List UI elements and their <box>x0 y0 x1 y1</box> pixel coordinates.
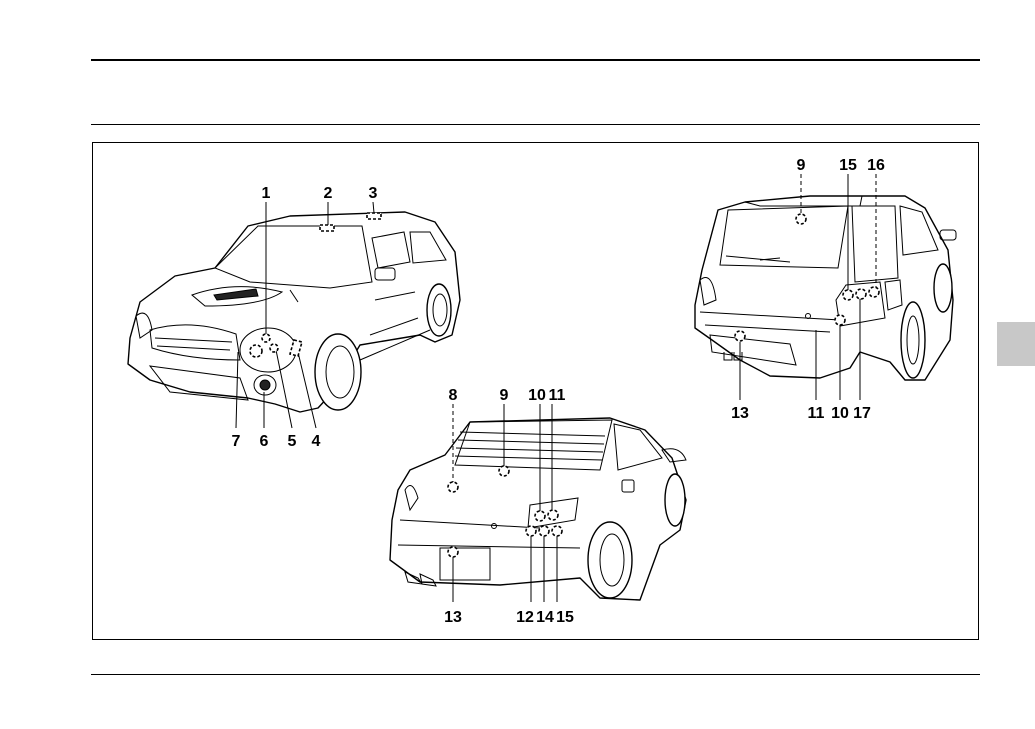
callout-wagon-9: 9 <box>797 157 806 174</box>
callout-front-1: 1 <box>262 185 271 202</box>
callout-sedan-11: 11 <box>549 387 566 404</box>
callout-sedan-15: 15 <box>556 609 574 626</box>
callout-sedan-14: 14 <box>536 609 554 626</box>
callout-front-4: 4 <box>312 433 321 450</box>
callout-front-6: 6 <box>260 433 269 450</box>
callout-wagon-13: 13 <box>731 405 749 422</box>
callout-front-2: 2 <box>324 185 333 202</box>
sedan-rear-illustration <box>390 418 686 600</box>
callout-front-3: 3 <box>369 185 378 202</box>
callout-sedan-10: 10 <box>528 387 546 404</box>
callout-wagon-16: 16 <box>867 157 885 174</box>
callout-sedan-9: 9 <box>500 387 509 404</box>
callout-front-5: 5 <box>288 433 297 450</box>
callout-wagon-15: 15 <box>839 157 857 174</box>
wagon-rear-illustration <box>695 196 956 380</box>
callout-sedan-12: 12 <box>516 609 534 626</box>
callout-wagon-17: 17 <box>853 405 871 422</box>
callout-wagon-10: 10 <box>831 405 849 422</box>
callout-sedan-8: 8 <box>449 387 458 404</box>
callout-wagon-11: 11 <box>808 405 825 422</box>
front-car-illustration <box>128 212 460 412</box>
callout-sedan-13: 13 <box>444 609 462 626</box>
callout-front-7: 7 <box>232 433 241 450</box>
